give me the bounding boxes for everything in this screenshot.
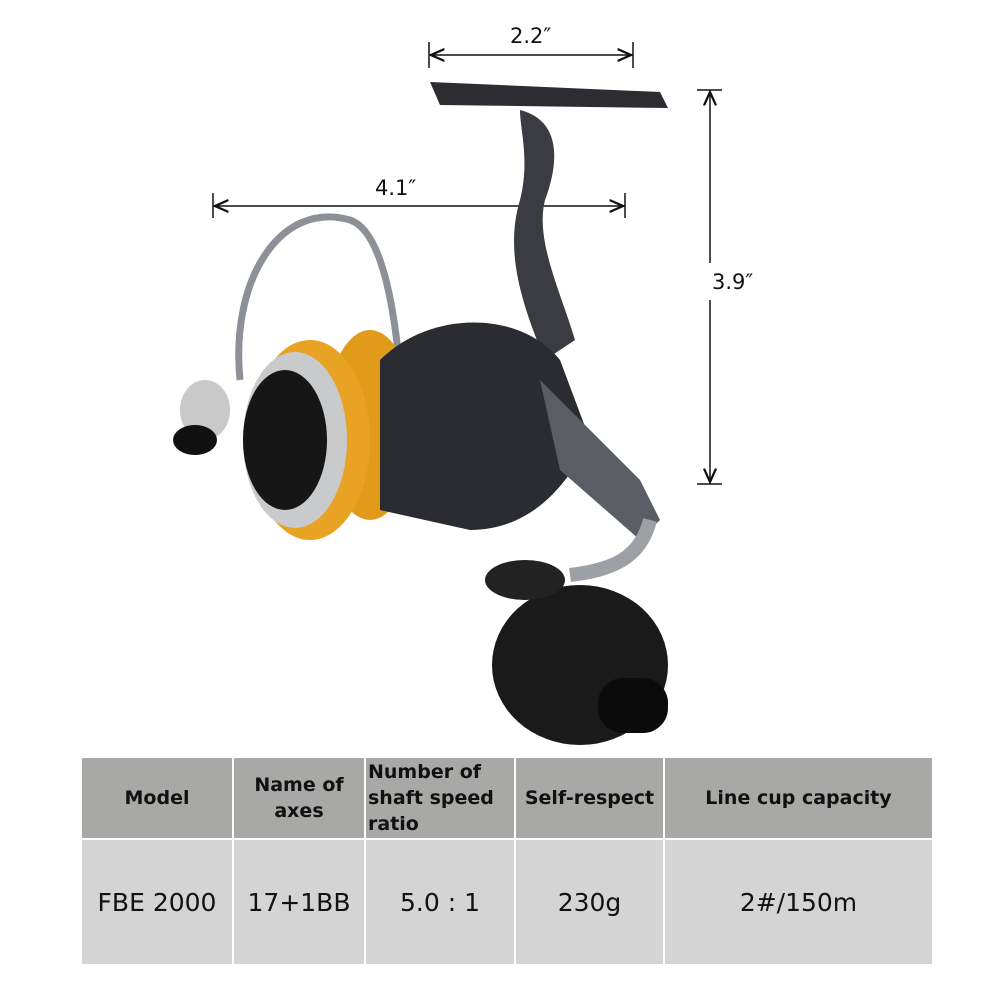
table-row: FBE 2000 17+1BB 5.0 : 1 230g 2#/150m bbox=[80, 838, 934, 966]
header-ratio: Number of shaft speed ratio bbox=[364, 756, 516, 840]
spec-table: Model Name of axes Number of shaft speed… bbox=[80, 756, 934, 966]
fishing-reel-image bbox=[173, 42, 722, 745]
header-axes: Name of axes bbox=[232, 756, 366, 840]
cell-capacity: 2#/150m bbox=[663, 838, 934, 966]
header-weight: Self-respect bbox=[514, 756, 665, 840]
dimension-width-top: 2.2″ bbox=[510, 24, 552, 48]
dimension-lines bbox=[212, 42, 722, 485]
cell-model: FBE 2000 bbox=[80, 838, 234, 966]
dimension-width-body: 4.1″ bbox=[375, 176, 417, 200]
cell-weight: 230g bbox=[514, 838, 665, 966]
dimension-height: 3.9″ bbox=[712, 270, 754, 294]
cell-axes: 17+1BB bbox=[232, 838, 366, 966]
header-model: Model bbox=[80, 756, 234, 840]
cell-ratio: 5.0 : 1 bbox=[364, 838, 516, 966]
table-header-row: Model Name of axes Number of shaft speed… bbox=[80, 756, 934, 840]
header-capacity: Line cup capacity bbox=[663, 756, 934, 840]
reel-drawing bbox=[173, 82, 668, 745]
